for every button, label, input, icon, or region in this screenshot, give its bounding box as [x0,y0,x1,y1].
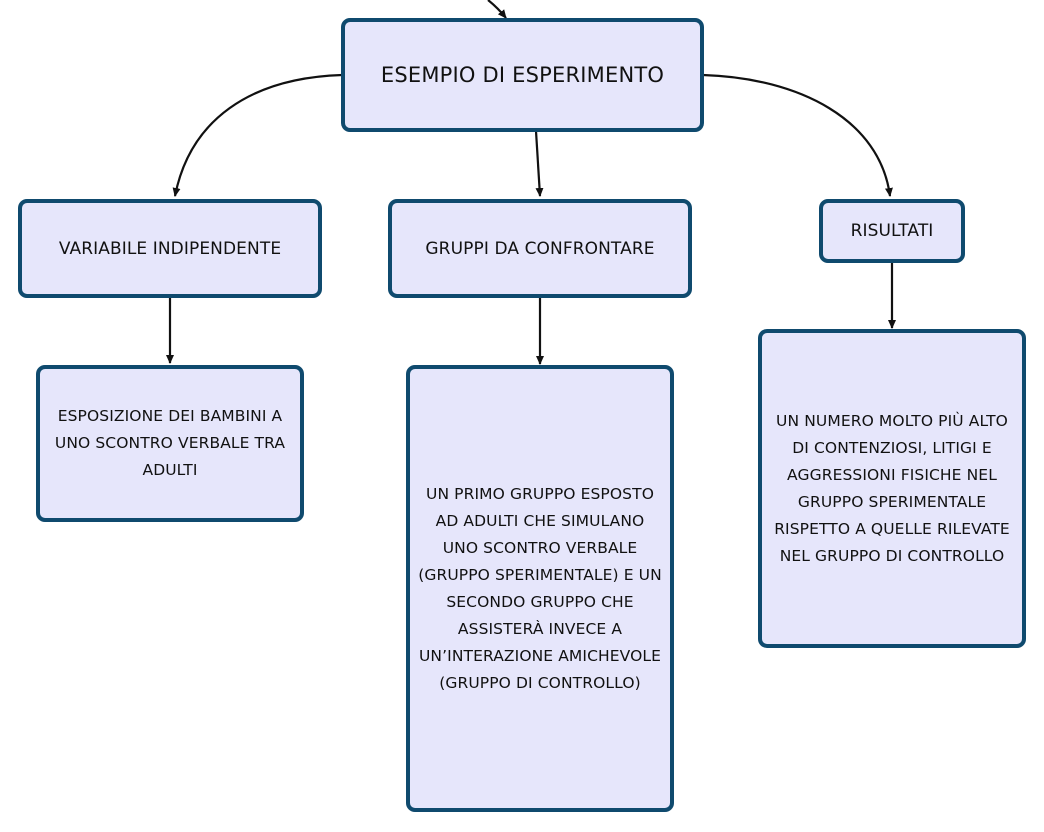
root-node-label: ESEMPIO DI ESPERIMENTO [380,63,665,87]
connector-root-to-risultati [702,73,893,197]
detail-node-gruppi-da-confrontare[interactable]: UN PRIMO GRUPPO ESPOSTO AD ADULTI CHE SI… [406,365,674,812]
branch-node-gruppi-da-confrontare[interactable]: GRUPPI DA CONFRONTARE [388,199,692,298]
connector-root-to-variabile [172,73,343,197]
connector-root-to-gruppi [534,130,544,197]
detail-node-text: ESPOSIZIONE DEI BAMBINI A UNO SCONTRO VE… [54,407,286,479]
detail-node-variabile-indipendente[interactable]: ESPOSIZIONE DEI BAMBINI A UNO SCONTRO VE… [36,365,304,522]
root-node[interactable]: ESEMPIO DI ESPERIMENTO [341,18,704,132]
branch-node-variabile-indipendente[interactable]: VARIABILE INDIPENDENTE [18,199,322,298]
detail-node-risultati[interactable]: UN NUMERO MOLTO PIÙ ALTO DI CONTENZIOSI,… [758,329,1026,648]
detail-node-text: UN NUMERO MOLTO PIÙ ALTO DI CONTENZIOSI,… [774,411,1010,565]
connector-incoming-root [487,0,507,19]
branch-node-label: VARIABILE INDIPENDENTE [58,238,282,259]
detail-node-text: UN PRIMO GRUPPO ESPOSTO AD ADULTI CHE SI… [418,484,662,692]
branch-node-label: GRUPPI DA CONFRONTARE [425,238,655,259]
branch-node-label: RISULTATI [850,221,934,241]
branch-node-risultati[interactable]: RISULTATI [819,199,965,263]
